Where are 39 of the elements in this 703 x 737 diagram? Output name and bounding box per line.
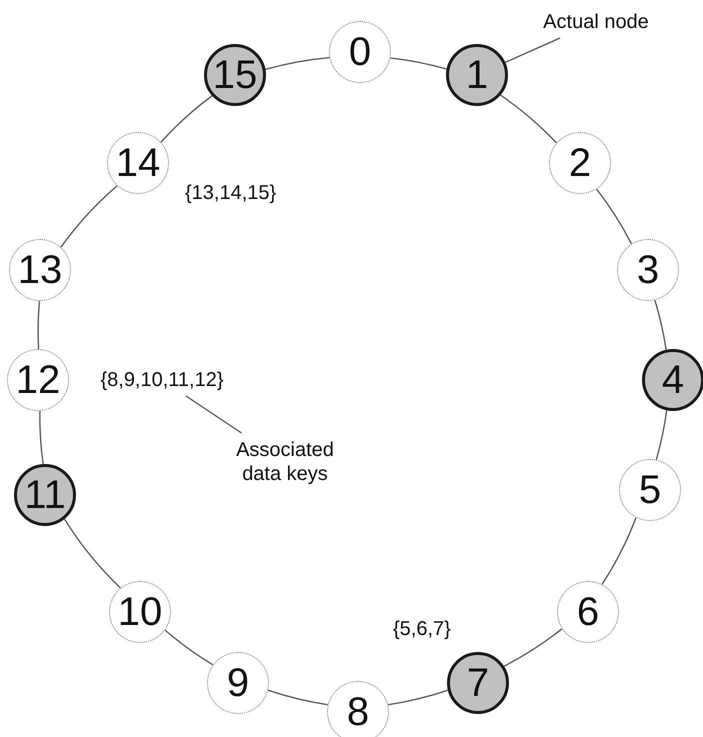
- dotted-node-circle: 3: [617, 239, 679, 301]
- callout-text: {8,9,10,11,12}: [77, 367, 247, 393]
- node-circle: 7: [447, 652, 509, 714]
- node-circle: 15: [204, 44, 266, 106]
- ring-segment: [160, 95, 212, 143]
- node-circle: 1: [446, 44, 508, 106]
- dotted-node-circle: 0: [329, 21, 391, 83]
- dotted-node-circle: 8: [327, 681, 389, 737]
- ring-segment: [38, 300, 40, 350]
- leader-line: [505, 37, 560, 63]
- data-key-set: {5,6,7}: [393, 618, 451, 641]
- dotted-node-circle: 10: [109, 581, 171, 643]
- dotted-node-circle: 5: [619, 459, 681, 521]
- ring-segment: [64, 518, 121, 588]
- ring-segment: [654, 300, 667, 350]
- ring-segment: [504, 628, 562, 667]
- callout-text: Actual node: [531, 9, 661, 35]
- dotted-node-circle: 6: [557, 581, 619, 643]
- ring-segment: [500, 94, 557, 144]
- leader-line: [186, 395, 242, 434]
- ring-segment: [388, 690, 448, 706]
- dotted-node-circle: 13: [9, 239, 71, 301]
- ring-segment: [390, 57, 447, 70]
- ring-segment: [164, 630, 214, 666]
- ring-segment: [602, 517, 637, 585]
- ring-segment: [39, 410, 44, 464]
- node-circle: 11: [14, 464, 76, 526]
- callout-text: Associated data keys: [225, 436, 345, 488]
- ring-segment: [596, 188, 632, 244]
- dotted-node-circle: 9: [207, 652, 269, 714]
- dotted-node-circle: 14: [107, 132, 169, 194]
- dotted-node-circle: 2: [549, 132, 611, 194]
- node-circle: 4: [642, 349, 703, 411]
- ring-segment: [268, 690, 328, 706]
- dotted-node-circle: 12: [7, 349, 69, 411]
- data-key-set: {13,14,15}: [185, 182, 276, 205]
- ring-segment: [656, 410, 668, 460]
- ring-segment: [60, 185, 118, 248]
- ring-segment: [265, 56, 330, 70]
